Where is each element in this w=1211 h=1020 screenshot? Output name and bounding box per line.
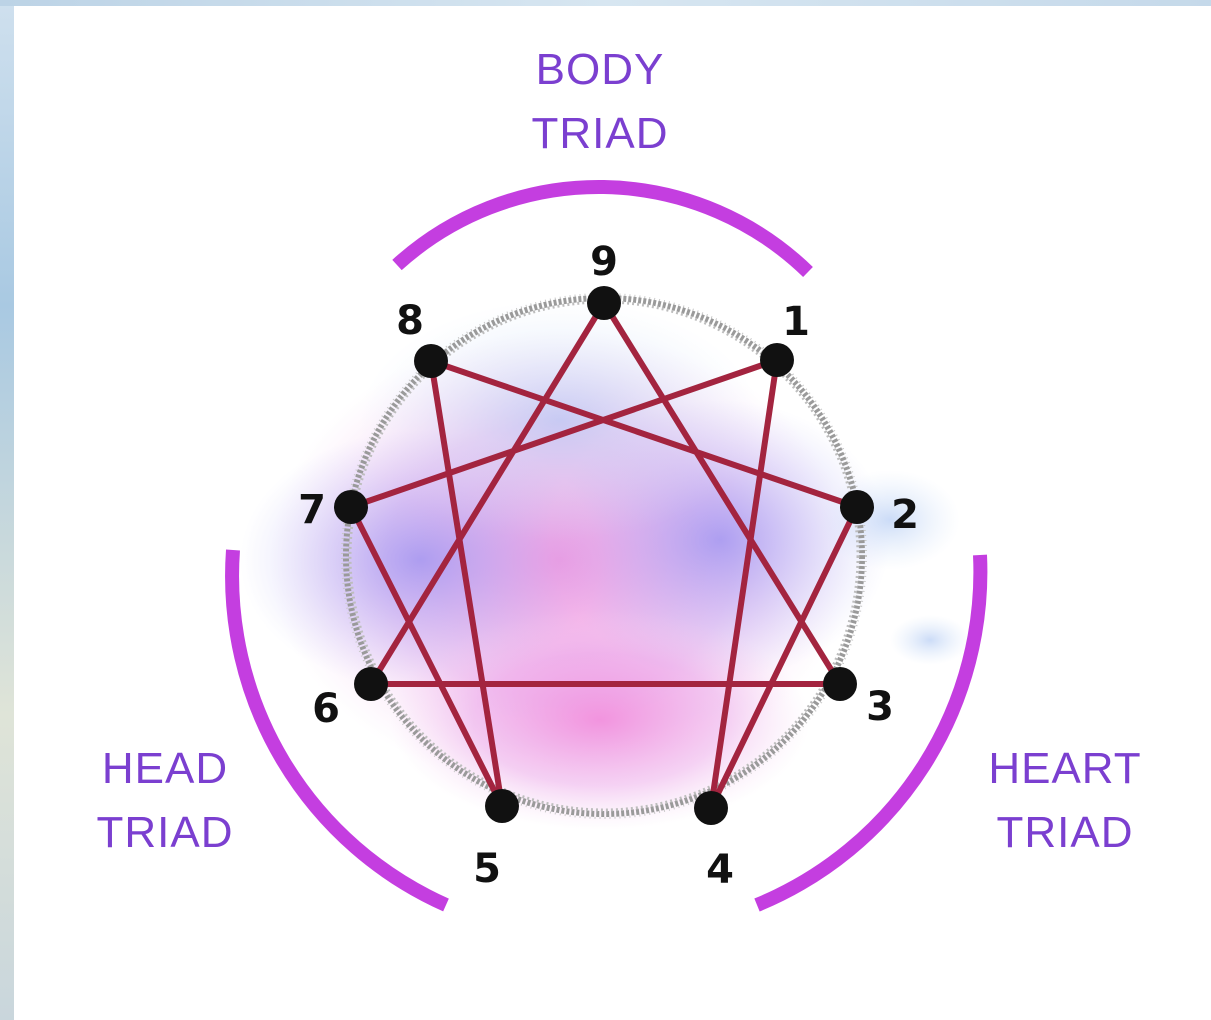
point-dot-8 bbox=[414, 344, 448, 378]
point-label-8: 8 bbox=[396, 298, 424, 344]
point-label-3: 3 bbox=[866, 684, 894, 730]
point-label-1: 1 bbox=[782, 299, 810, 345]
point-label-9: 9 bbox=[590, 239, 618, 285]
point-dot-6 bbox=[354, 667, 388, 701]
heart-triad-line2: TRIAD bbox=[955, 801, 1175, 865]
point-label-6: 6 bbox=[312, 686, 340, 732]
head-triad-line2: TRIAD bbox=[60, 801, 270, 865]
point-dot-7 bbox=[334, 490, 368, 524]
watercolor-background bbox=[240, 300, 970, 830]
point-dot-4 bbox=[694, 791, 728, 825]
point-dot-5 bbox=[485, 789, 519, 823]
heart-triad-line1: HEART bbox=[955, 737, 1175, 801]
body-triad-label: BODY TRIAD bbox=[490, 38, 710, 166]
body-triad-line2: TRIAD bbox=[490, 102, 710, 166]
head-triad-label: HEAD TRIAD bbox=[60, 737, 270, 865]
head-triad-line1: HEAD bbox=[60, 737, 270, 801]
point-dot-2 bbox=[840, 490, 874, 524]
point-dot-9 bbox=[587, 286, 621, 320]
point-label-4: 4 bbox=[706, 847, 734, 893]
point-label-2: 2 bbox=[891, 492, 919, 538]
point-dot-1 bbox=[760, 343, 794, 377]
point-dot-3 bbox=[823, 667, 857, 701]
point-label-7: 7 bbox=[298, 487, 326, 533]
body-triad-line1: BODY bbox=[490, 38, 710, 102]
point-label-5: 5 bbox=[473, 846, 501, 892]
heart-triad-label: HEART TRIAD bbox=[955, 737, 1175, 865]
